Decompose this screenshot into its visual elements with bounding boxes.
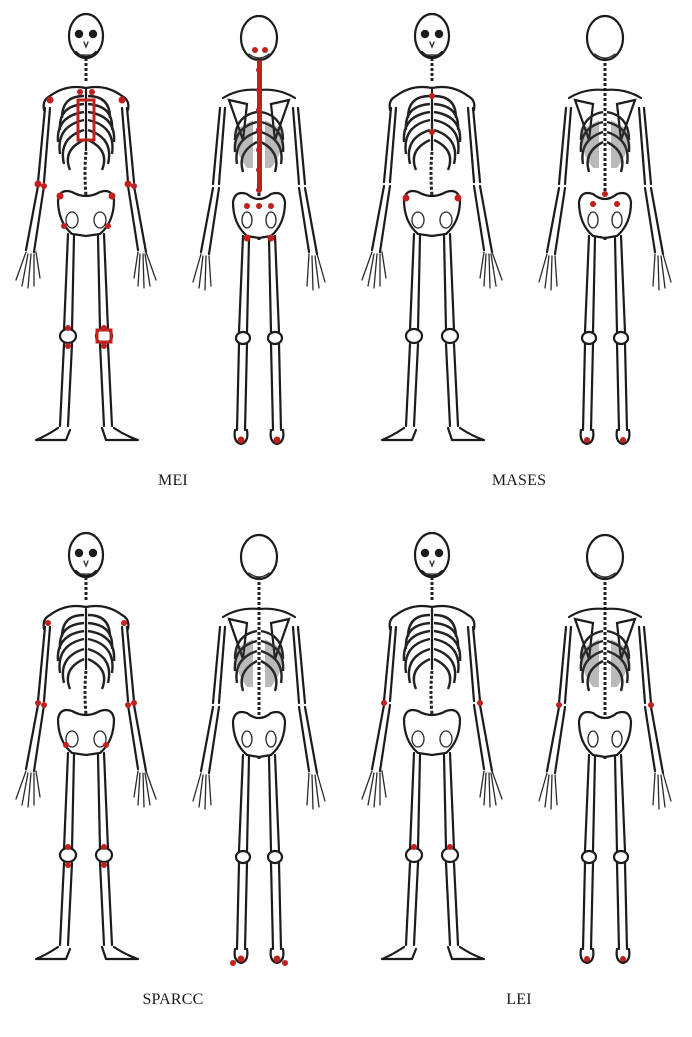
skeleton-back-mases	[519, 0, 692, 470]
panel-lei: LEI	[346, 519, 692, 1037]
skeleton-back-lei	[519, 519, 692, 989]
skeleton-back-sparcc	[173, 519, 346, 989]
caption-mases: MASES	[346, 472, 692, 490]
panel-mei: MEI	[0, 0, 346, 518]
enthesis-markers-sparcc-back	[230, 956, 288, 967]
panel-mases: MASES	[346, 0, 692, 518]
skeleton-front-sparcc	[0, 519, 173, 989]
caption-sparcc: SPARCC	[0, 991, 346, 1009]
skeleton-front-lei	[346, 519, 519, 989]
skeleton-back-mei	[173, 0, 346, 470]
skeleton-front-mases	[346, 0, 519, 470]
skeleton-front-mei	[0, 0, 173, 470]
caption-mei: MEI	[0, 472, 346, 490]
caption-lei: LEI	[346, 991, 692, 1009]
panel-sparcc: SPARCC	[0, 519, 346, 1037]
